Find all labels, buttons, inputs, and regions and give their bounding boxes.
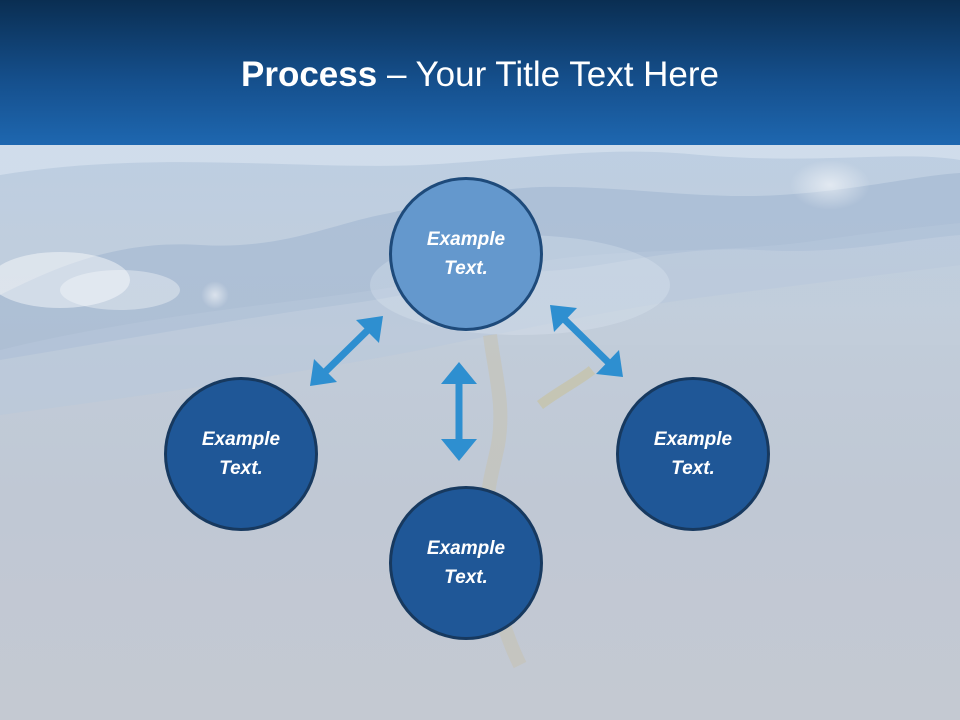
- process-node-left: Example Text.: [164, 377, 318, 531]
- slide-title: Process – Your Title Text Here: [0, 52, 960, 98]
- process-node-top: Example Text.: [389, 177, 543, 331]
- double-arrow-vertical: [441, 362, 477, 461]
- double-arrow-top-left: [310, 316, 383, 386]
- node-bottom-label: Example Text.: [426, 538, 506, 588]
- double-arrow-top-right: [550, 305, 623, 377]
- node-left-label: Example Text.: [201, 429, 281, 479]
- title-bar: Process – Your Title Text Here: [0, 0, 960, 145]
- title-bold-text: Process: [241, 55, 378, 94]
- process-node-bottom: Example Text.: [389, 486, 543, 640]
- process-node-right: Example Text.: [616, 377, 770, 531]
- node-top-label: Example Text.: [426, 229, 506, 279]
- node-right-label: Example Text.: [653, 429, 733, 479]
- title-rest-text: – Your Title Text Here: [377, 55, 719, 94]
